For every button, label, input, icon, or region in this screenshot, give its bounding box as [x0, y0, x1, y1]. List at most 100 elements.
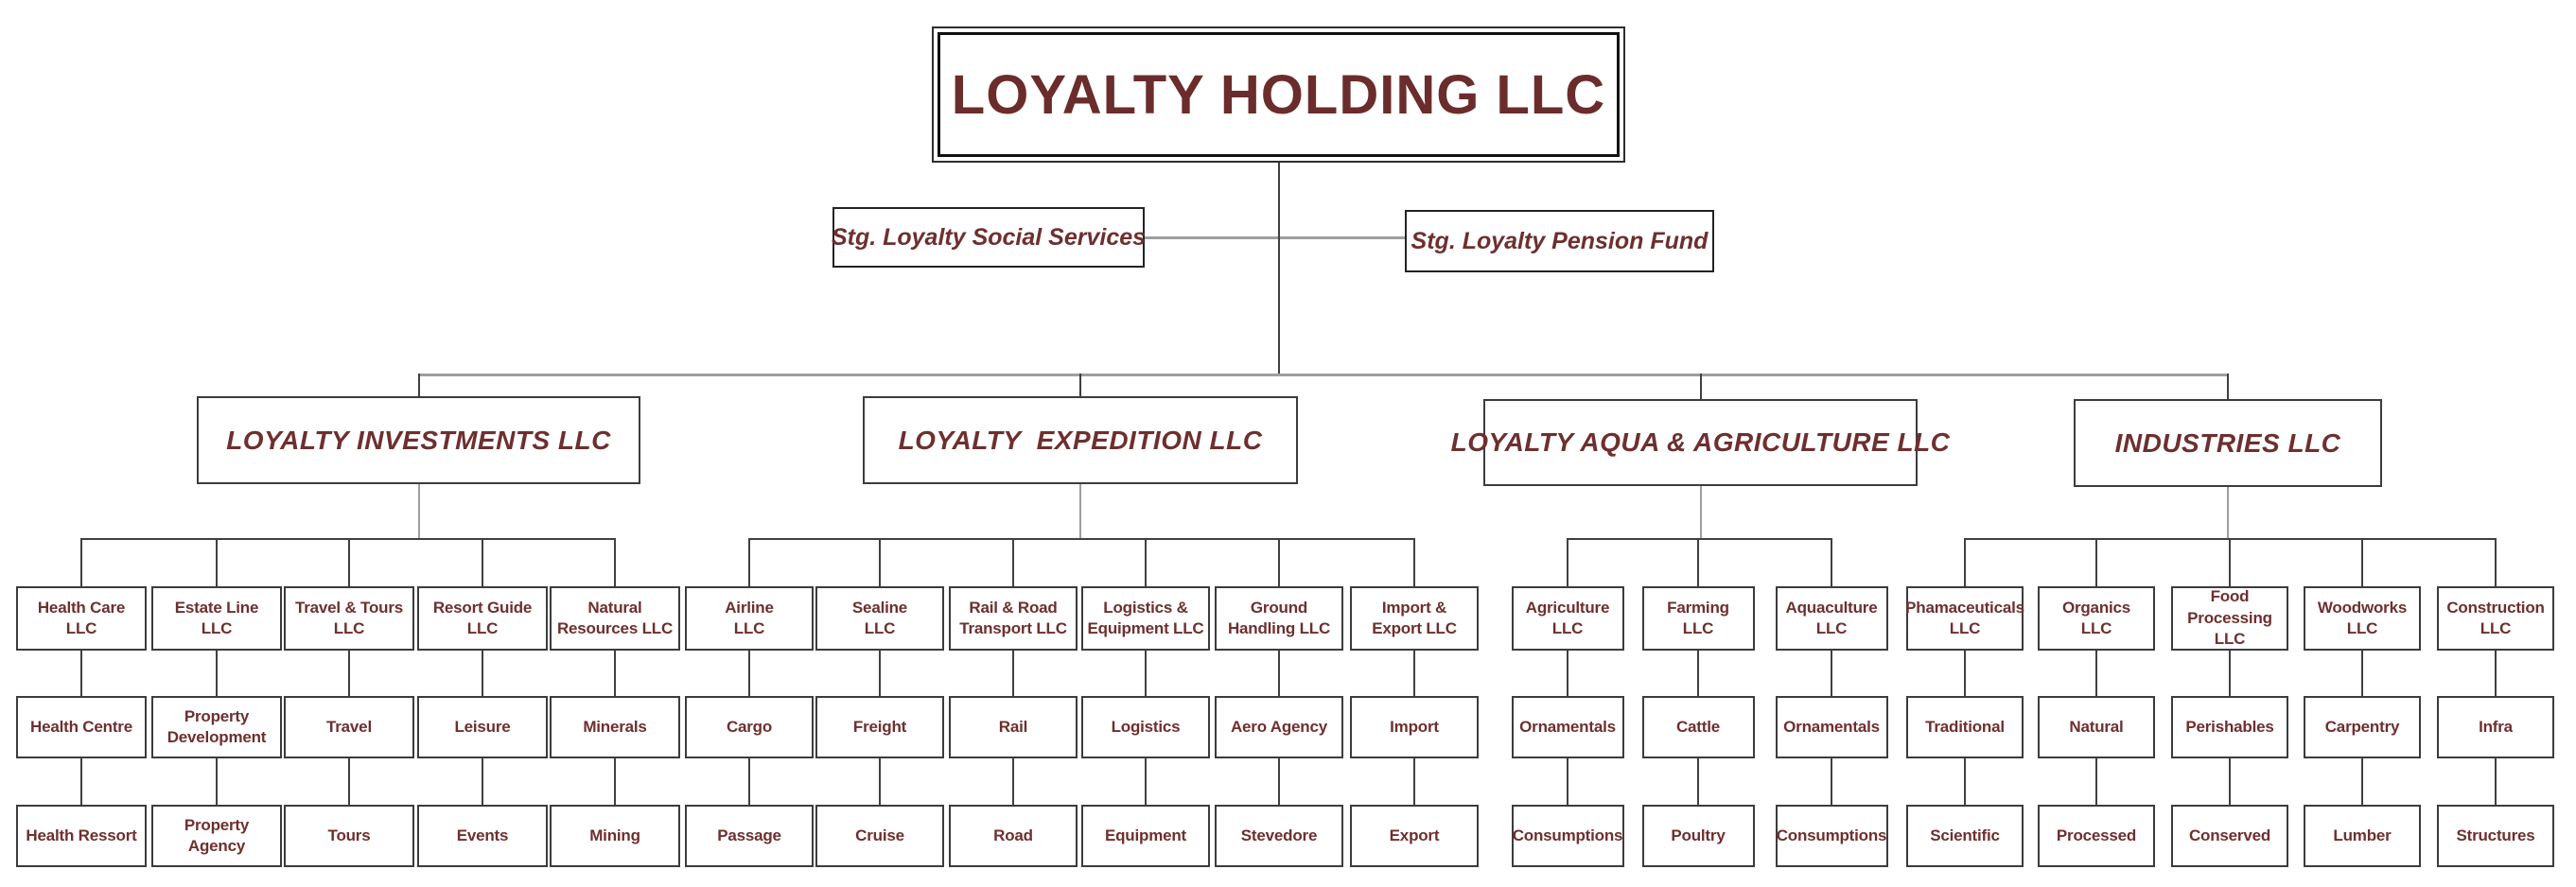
node-natural-label: Natural — [2069, 717, 2124, 736]
connector-loyalty-expedition-llc-col6 — [1413, 538, 1415, 586]
connector-from-loyalty-aqua-and-agriculture-llc — [1699, 486, 1702, 538]
node-scientific-label: Scientific — [1930, 826, 2000, 844]
division-box-loyalty-expedition-llc-label: LOYALTY EXPEDITION LLC — [898, 425, 1263, 455]
node-processed: Processed — [2038, 805, 2155, 867]
staff-box-pension-fund: Stg. Loyalty Pension Fund — [1405, 210, 1714, 272]
connector-node-rail-down — [1012, 758, 1014, 805]
connector-node-resort-guide-llc-down — [482, 651, 483, 696]
connector-node-ground-handling-llc-down — [1278, 651, 1280, 696]
node-events-label: Events — [456, 826, 509, 844]
connector-node-import-down — [1413, 758, 1415, 805]
node-minerals: Minerals — [550, 696, 680, 758]
node-traditional: Traditional — [1906, 696, 2024, 758]
connector-node-aero-agency-down — [1278, 758, 1280, 805]
division-box-loyalty-investments-llc-label: LOYALTY INVESTMENTS LLC — [226, 425, 611, 455]
node-health-centre: Health Centre — [16, 696, 147, 758]
node-ornamentals: Ornamentals — [1511, 696, 1624, 758]
connector-to-loyalty-expedition-llc — [1079, 374, 1081, 396]
connector-node-agriculture-llc-down — [1567, 651, 1568, 696]
node-consumptions: Consumptions — [1775, 805, 1888, 867]
node-logistics-label: Logistics — [1111, 717, 1181, 736]
connector-industries-llc-col4 — [2361, 538, 2363, 586]
node-cattle: Cattle — [1641, 696, 1755, 758]
node-carpentry-label: Carpentry — [2324, 717, 2400, 736]
node-natural: Natural — [2038, 696, 2155, 758]
connector-division-rail — [419, 374, 2228, 376]
node-health-centre-label: Health Centre — [30, 717, 132, 736]
node-road-label: Road — [993, 826, 1033, 844]
connector-node-health-care-llc-down — [80, 651, 82, 696]
connector-loyalty-expedition-llc-rail — [749, 538, 1414, 540]
connector-node-minerals-down — [614, 758, 616, 805]
node-freight: Freight — [815, 696, 944, 758]
connector-node-traditional-down — [1964, 758, 1966, 805]
connector-node-logistics-down — [1145, 758, 1147, 805]
node-passage: Passage — [685, 805, 814, 867]
root-company-box: LOYALTY HOLDING LLC — [932, 26, 1625, 163]
node-infra-label: Infra — [2479, 717, 2513, 736]
connector-node-cargo-down — [748, 758, 750, 805]
node-structures-label: Structures — [2456, 826, 2535, 844]
node-consumptions: Consumptions — [1511, 805, 1624, 867]
node-aero-agency: Aero Agency — [1215, 696, 1343, 758]
node-aero-agency-label: Aero Agency — [1230, 717, 1328, 736]
node-conserved-label: Conserved — [2188, 826, 2271, 844]
node-tours: Tours — [284, 805, 414, 867]
connector-node-import-and-export-llc-down — [1413, 651, 1415, 696]
connector-loyalty-investments-llc-col5 — [614, 538, 616, 586]
node-traditional-label: Traditional — [1925, 717, 2005, 736]
node-cattle-label: Cattle — [1675, 717, 1721, 736]
connector-loyalty-investments-llc-col3 — [348, 538, 350, 586]
division-box-industries-llc: INDUSTRIES LLC — [2074, 399, 2382, 487]
connector-root-trunk — [1278, 163, 1280, 374]
connector-from-industries-llc — [2227, 487, 2229, 538]
node-tours-label: Tours — [327, 826, 371, 844]
connector-industries-llc-col5 — [2495, 538, 2497, 586]
node-processed-label: Processed — [2056, 826, 2137, 844]
connector-node-health-centre-down — [80, 758, 82, 805]
connector-node-airline-llc-down — [748, 651, 750, 696]
division-box-loyalty-investments-llc: LOYALTY INVESTMENTS LLC — [197, 396, 640, 484]
connector-loyalty-expedition-llc-col1 — [748, 538, 750, 586]
node-equipment: Equipment — [1081, 805, 1210, 867]
connector-loyalty-expedition-llc-col4 — [1145, 538, 1147, 586]
connector-loyalty-expedition-llc-col5 — [1278, 538, 1280, 586]
connector-node-rail-and-road-transport-llc-down — [1012, 651, 1014, 696]
connector-node-travel-and-tours-llc-down — [348, 651, 350, 696]
node-logistics-and-equipment-llc-label: Logistics &Equipment LLC — [1087, 598, 1204, 637]
node-ornamentals-label: Ornamentals — [1519, 717, 1616, 736]
connector-from-loyalty-expedition-llc — [1079, 484, 1081, 538]
connector-node-ornamentals-down — [1567, 758, 1568, 805]
connector-industries-llc-col2 — [2095, 538, 2097, 586]
connector-loyalty-investments-llc-col2 — [216, 538, 218, 586]
connector-loyalty-expedition-llc-col3 — [1012, 538, 1014, 586]
connector-node-aquaculture-llc-down — [1831, 651, 1832, 696]
node-rail-label: Rail — [998, 717, 1028, 736]
node-lumber-label: Lumber — [2333, 826, 2392, 844]
connector-loyalty-investments-llc-col1 — [80, 538, 82, 586]
connector-staff-rail — [1145, 236, 1405, 239]
connector-node-organics-llc-down — [2095, 651, 2097, 696]
node-leisure-label: Leisure — [454, 717, 511, 736]
node-poultry: Poultry — [1641, 805, 1755, 867]
connector-node-ornamentals-down — [1831, 758, 1832, 805]
